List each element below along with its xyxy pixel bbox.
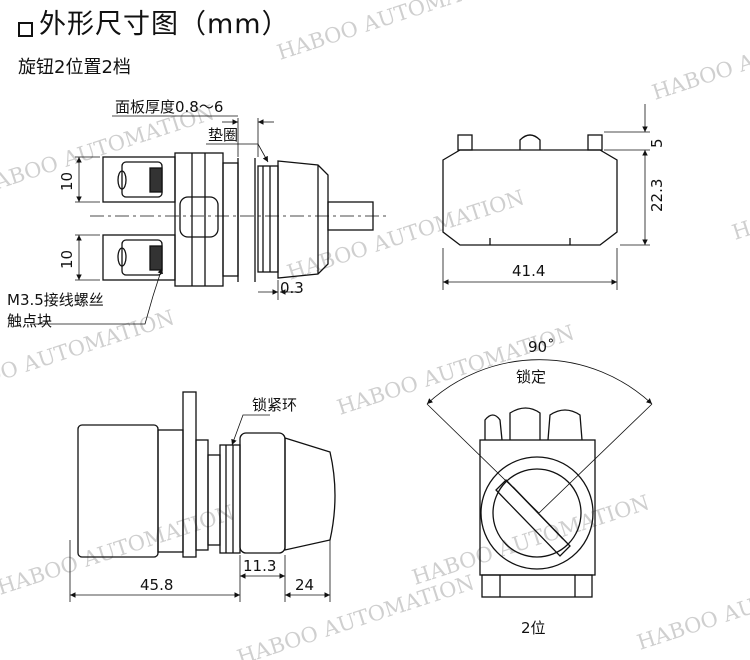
dim-0-3-label: 0.3 bbox=[280, 279, 304, 297]
side-view-top-labels: 面板厚度0.8～6 垫圈 10 10 M3.5接线螺丝 触点块 0.3 bbox=[7, 98, 304, 330]
dim-41-4-label: 41.4 bbox=[512, 262, 545, 280]
watermark: HABOO AUTOMATION bbox=[634, 555, 750, 654]
locked-label: 锁定 bbox=[516, 368, 546, 386]
front-view bbox=[426, 359, 653, 598]
header: 外形尺寸图（mm） bbox=[18, 8, 290, 42]
front-view-labels: 90˚ 锁定 2位 bbox=[516, 338, 555, 637]
checkbox-icon bbox=[18, 21, 33, 37]
watermark: HABOO AUTOMATION bbox=[274, 0, 517, 65]
contact-block-labels: 41.4 5 22.3 bbox=[512, 138, 666, 280]
gasket-label: 垫圈 bbox=[208, 126, 238, 144]
watermark: HABOO AUTOMATION bbox=[284, 185, 527, 284]
watermark: HABOO AUTOMATION bbox=[649, 5, 750, 104]
watermark: HABOO AUTOMATION bbox=[234, 570, 477, 660]
dim-22-3-label: 22.3 bbox=[648, 179, 666, 212]
side-view-top bbox=[30, 115, 390, 325]
side-view-bottom bbox=[69, 391, 336, 602]
page-subtitle: 旋钮2位置2档 bbox=[18, 57, 131, 78]
contact-block-view bbox=[442, 104, 650, 290]
dim-5-label: 5 bbox=[648, 138, 666, 148]
lock-ring-label: 锁紧环 bbox=[252, 396, 297, 414]
contact-block-label: 触点块 bbox=[7, 312, 52, 330]
position-2-label: 2位 bbox=[521, 619, 546, 637]
watermark: HABOO AUTOMATION bbox=[729, 145, 750, 244]
dim-24-label: 24 bbox=[295, 576, 314, 594]
terminal-screw-label: M3.5接线螺丝 bbox=[7, 291, 104, 309]
dim-45-8-label: 45.8 bbox=[140, 576, 173, 594]
dim-10-top-label: 10 bbox=[58, 172, 76, 191]
dim-11-3-label: 11.3 bbox=[243, 557, 276, 575]
side-view-bottom-labels: 锁紧环 45.8 11.3 24 bbox=[140, 396, 314, 594]
dim-10-bottom-label: 10 bbox=[58, 250, 76, 269]
angle-90-label: 90˚ bbox=[528, 338, 555, 356]
panel-thickness-label: 面板厚度0.8～6 bbox=[115, 98, 223, 116]
page-title: 外形尺寸图（mm） bbox=[39, 9, 290, 40]
